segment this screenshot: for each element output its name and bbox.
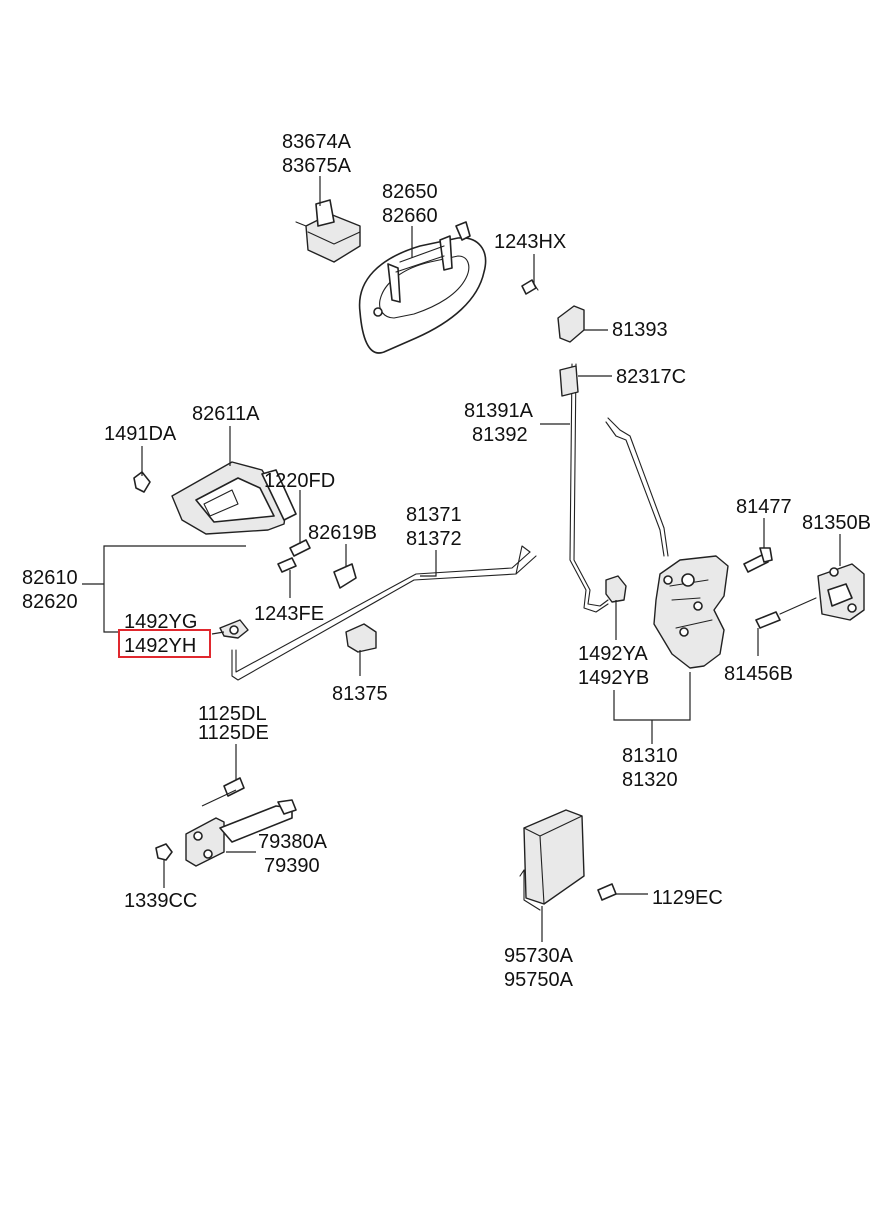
label-1492YG[interactable]: 1492YG (124, 611, 197, 633)
part-81371-cable (231, 545, 537, 681)
part-81391A-rod (559, 363, 609, 613)
part-lock-rod (605, 417, 669, 557)
part-82611A-inside-handle (171, 461, 297, 535)
label-81393[interactable]: 81393 (612, 319, 668, 341)
label-1129EC[interactable]: 1129EC (652, 887, 723, 909)
label-82610[interactable]: 82610 (22, 567, 78, 589)
label-82317C[interactable]: 82317C (616, 366, 686, 388)
part-1339CC-nut (155, 843, 173, 861)
label-1492YB[interactable]: 1492YB (578, 667, 649, 689)
label-95750A[interactable]: 95750A (504, 969, 574, 991)
label-1125DE[interactable]: 1125DE (198, 722, 269, 744)
part-1243FE-screw (277, 557, 297, 573)
part-82619B-pad (333, 563, 357, 589)
part-1492YH-nut (219, 619, 249, 639)
label-1492YH[interactable]: 1492YH (124, 635, 196, 657)
label-81375[interactable]: 81375 (332, 683, 388, 705)
part-81456B-screw (755, 597, 817, 629)
leader-lines (82, 176, 841, 942)
label-83675A[interactable]: 83675A (282, 155, 352, 177)
label-1220FD[interactable]: 1220FD (264, 470, 335, 492)
part-81375-clip (345, 623, 377, 653)
label-79390[interactable]: 79390 (264, 855, 320, 877)
part-81477-screw (743, 547, 773, 573)
part-82650-outside-handle (358, 221, 487, 354)
label-81371[interactable]: 81371 (406, 504, 462, 526)
part-1129EC-screw (597, 883, 617, 901)
part-1492YA-clip (605, 575, 627, 603)
part-1243HX-screw (521, 279, 539, 295)
label-82660[interactable]: 82660 (382, 205, 438, 227)
label-82650[interactable]: 82650 (382, 181, 438, 203)
label-81456B[interactable]: 81456B (724, 663, 793, 685)
part-1220FD-screw (289, 539, 311, 557)
label-95730A[interactable]: 95730A (504, 945, 574, 967)
label-81392[interactable]: 81392 (472, 424, 528, 446)
label-82619B[interactable]: 82619B (308, 522, 377, 544)
part-79380A-check-strap (185, 799, 297, 867)
label-1491DA[interactable]: 1491DA (104, 423, 177, 445)
part-81393-clip (557, 305, 585, 343)
label-81391A[interactable]: 81391A (464, 400, 534, 422)
part-95730A-module (519, 809, 585, 911)
label-81477[interactable]: 81477 (736, 496, 792, 518)
label-83674A[interactable]: 83674A (282, 131, 352, 153)
label-1243HX[interactable]: 1243HX (494, 231, 566, 253)
label-81372[interactable]: 81372 (406, 528, 462, 550)
label-1125DL[interactable]: 1125DL (198, 703, 267, 725)
label-1492YA[interactable]: 1492YA (578, 643, 648, 665)
part-83674A-bracket (295, 199, 361, 263)
part-81310-door-latch (653, 555, 729, 669)
highlight-box (118, 629, 211, 658)
label-81320[interactable]: 81320 (622, 769, 678, 791)
part-1491DA-clip (133, 471, 151, 493)
part-1125DL-bolt (223, 777, 245, 797)
label-81350B[interactable]: 81350B (802, 512, 871, 534)
label-1339CC[interactable]: 1339CC (124, 890, 197, 912)
label-81310[interactable]: 81310 (622, 745, 678, 767)
label-82620[interactable]: 82620 (22, 591, 78, 613)
label-1243FE[interactable]: 1243FE (254, 603, 324, 625)
part-81350B-striker (817, 563, 865, 621)
label-79380A[interactable]: 79380A (258, 831, 328, 853)
label-82611A[interactable]: 82611A (192, 403, 260, 425)
